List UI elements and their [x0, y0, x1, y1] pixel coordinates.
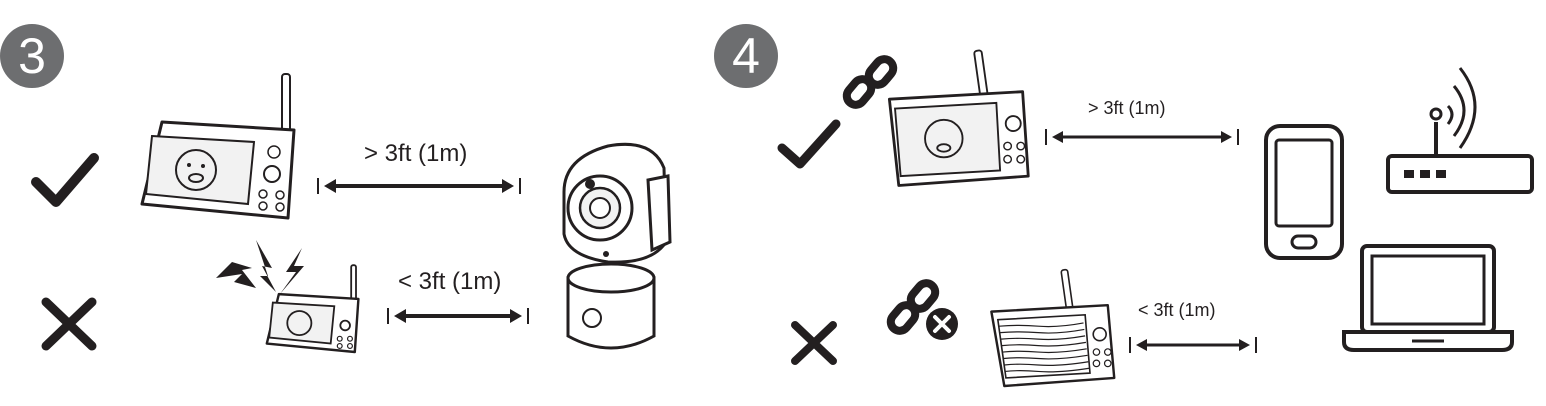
camera-icon	[562, 142, 672, 350]
checkmark-icon	[777, 119, 841, 169]
distance-arrow-near	[387, 308, 529, 324]
parent-unit-icon	[265, 264, 360, 354]
distance-arrow-far	[1045, 129, 1239, 145]
distance-arrow-far	[317, 178, 521, 194]
cross-icon	[41, 297, 97, 351]
link-icon	[842, 55, 898, 109]
broken-link-icon	[886, 279, 958, 340]
parent-unit-icon	[990, 268, 1116, 388]
cross-icon	[791, 321, 837, 365]
parent-unit-icon	[140, 73, 296, 220]
smartphone-icon	[1264, 124, 1344, 260]
wifi-router-icon	[1386, 67, 1534, 194]
distance-arrow-near	[1129, 337, 1257, 353]
step-3-badge: 3	[0, 24, 64, 88]
laptop-icon	[1342, 244, 1514, 352]
checkmark-icon	[31, 153, 99, 207]
distance-label-near: < 3ft (1m)	[1138, 300, 1216, 320]
distance-label-near: < 3ft (1m)	[398, 268, 502, 295]
interference-icon	[216, 240, 304, 294]
step-4-badge: 4	[714, 24, 778, 88]
parent-unit-icon	[887, 49, 1030, 187]
distance-label-far: > 3ft (1m)	[364, 140, 468, 167]
distance-label-far: > 3ft (1m)	[1088, 98, 1166, 118]
